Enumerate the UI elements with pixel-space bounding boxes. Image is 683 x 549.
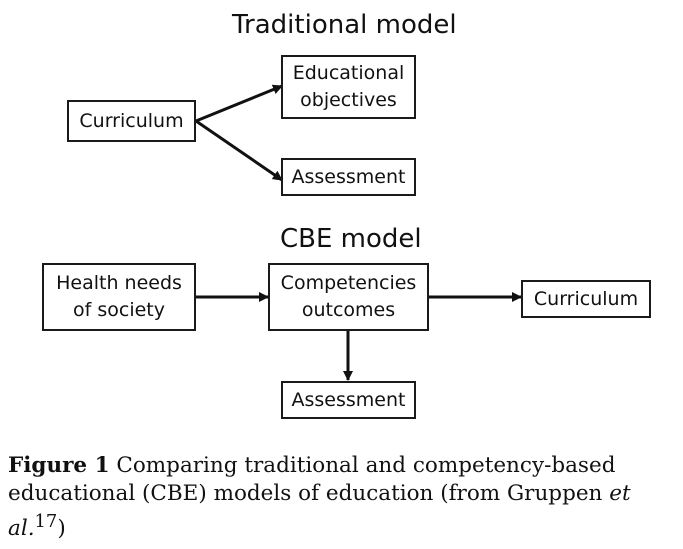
competencies-outcomes-label: Competencies outcomes: [280, 272, 417, 321]
figure-label: Figure 1: [8, 453, 110, 478]
traditional-assessment-box: Assessment: [281, 158, 416, 196]
connector-arrows: [195, 84, 522, 381]
traditional-assessment-label: Assessment: [291, 165, 406, 188]
cbe-curriculum-label: Curriculum: [533, 287, 639, 310]
health-needs-label: Health needs of society: [56, 272, 182, 321]
health-needs-box: Health needs of society: [42, 263, 196, 331]
cbe-curriculum-box: Curriculum: [521, 280, 651, 318]
cbe-assessment-label: Assessment: [291, 388, 406, 411]
cbe-assessment-box: Assessment: [281, 381, 416, 419]
arrow-curriculum-to-assessment: [195, 119, 283, 182]
competencies-outcomes-box: Competencies outcomes: [268, 263, 429, 331]
educational-objectives-box: Educational objectives: [281, 55, 416, 119]
caption-ref: 17: [34, 511, 58, 532]
traditional-curriculum-label: Curriculum: [79, 109, 184, 132]
caption-close: ): [57, 516, 66, 542]
figure-caption: Figure 1 Comparing traditional and compe…: [8, 452, 673, 543]
caption-etal: et al.: [8, 481, 631, 542]
diagram: Traditional model Curriculum Educational…: [42, 10, 651, 419]
caption-text: Comparing traditional and competency-bas…: [8, 453, 616, 506]
cbe-model-title: CBE model: [280, 224, 422, 254]
traditional-curriculum-box: Curriculum: [67, 100, 196, 142]
traditional-model-title: Traditional model: [232, 10, 457, 40]
educational-objectives-label: Educational objectives: [292, 62, 405, 111]
arrow-curriculum-to-objectives: [195, 84, 283, 123]
